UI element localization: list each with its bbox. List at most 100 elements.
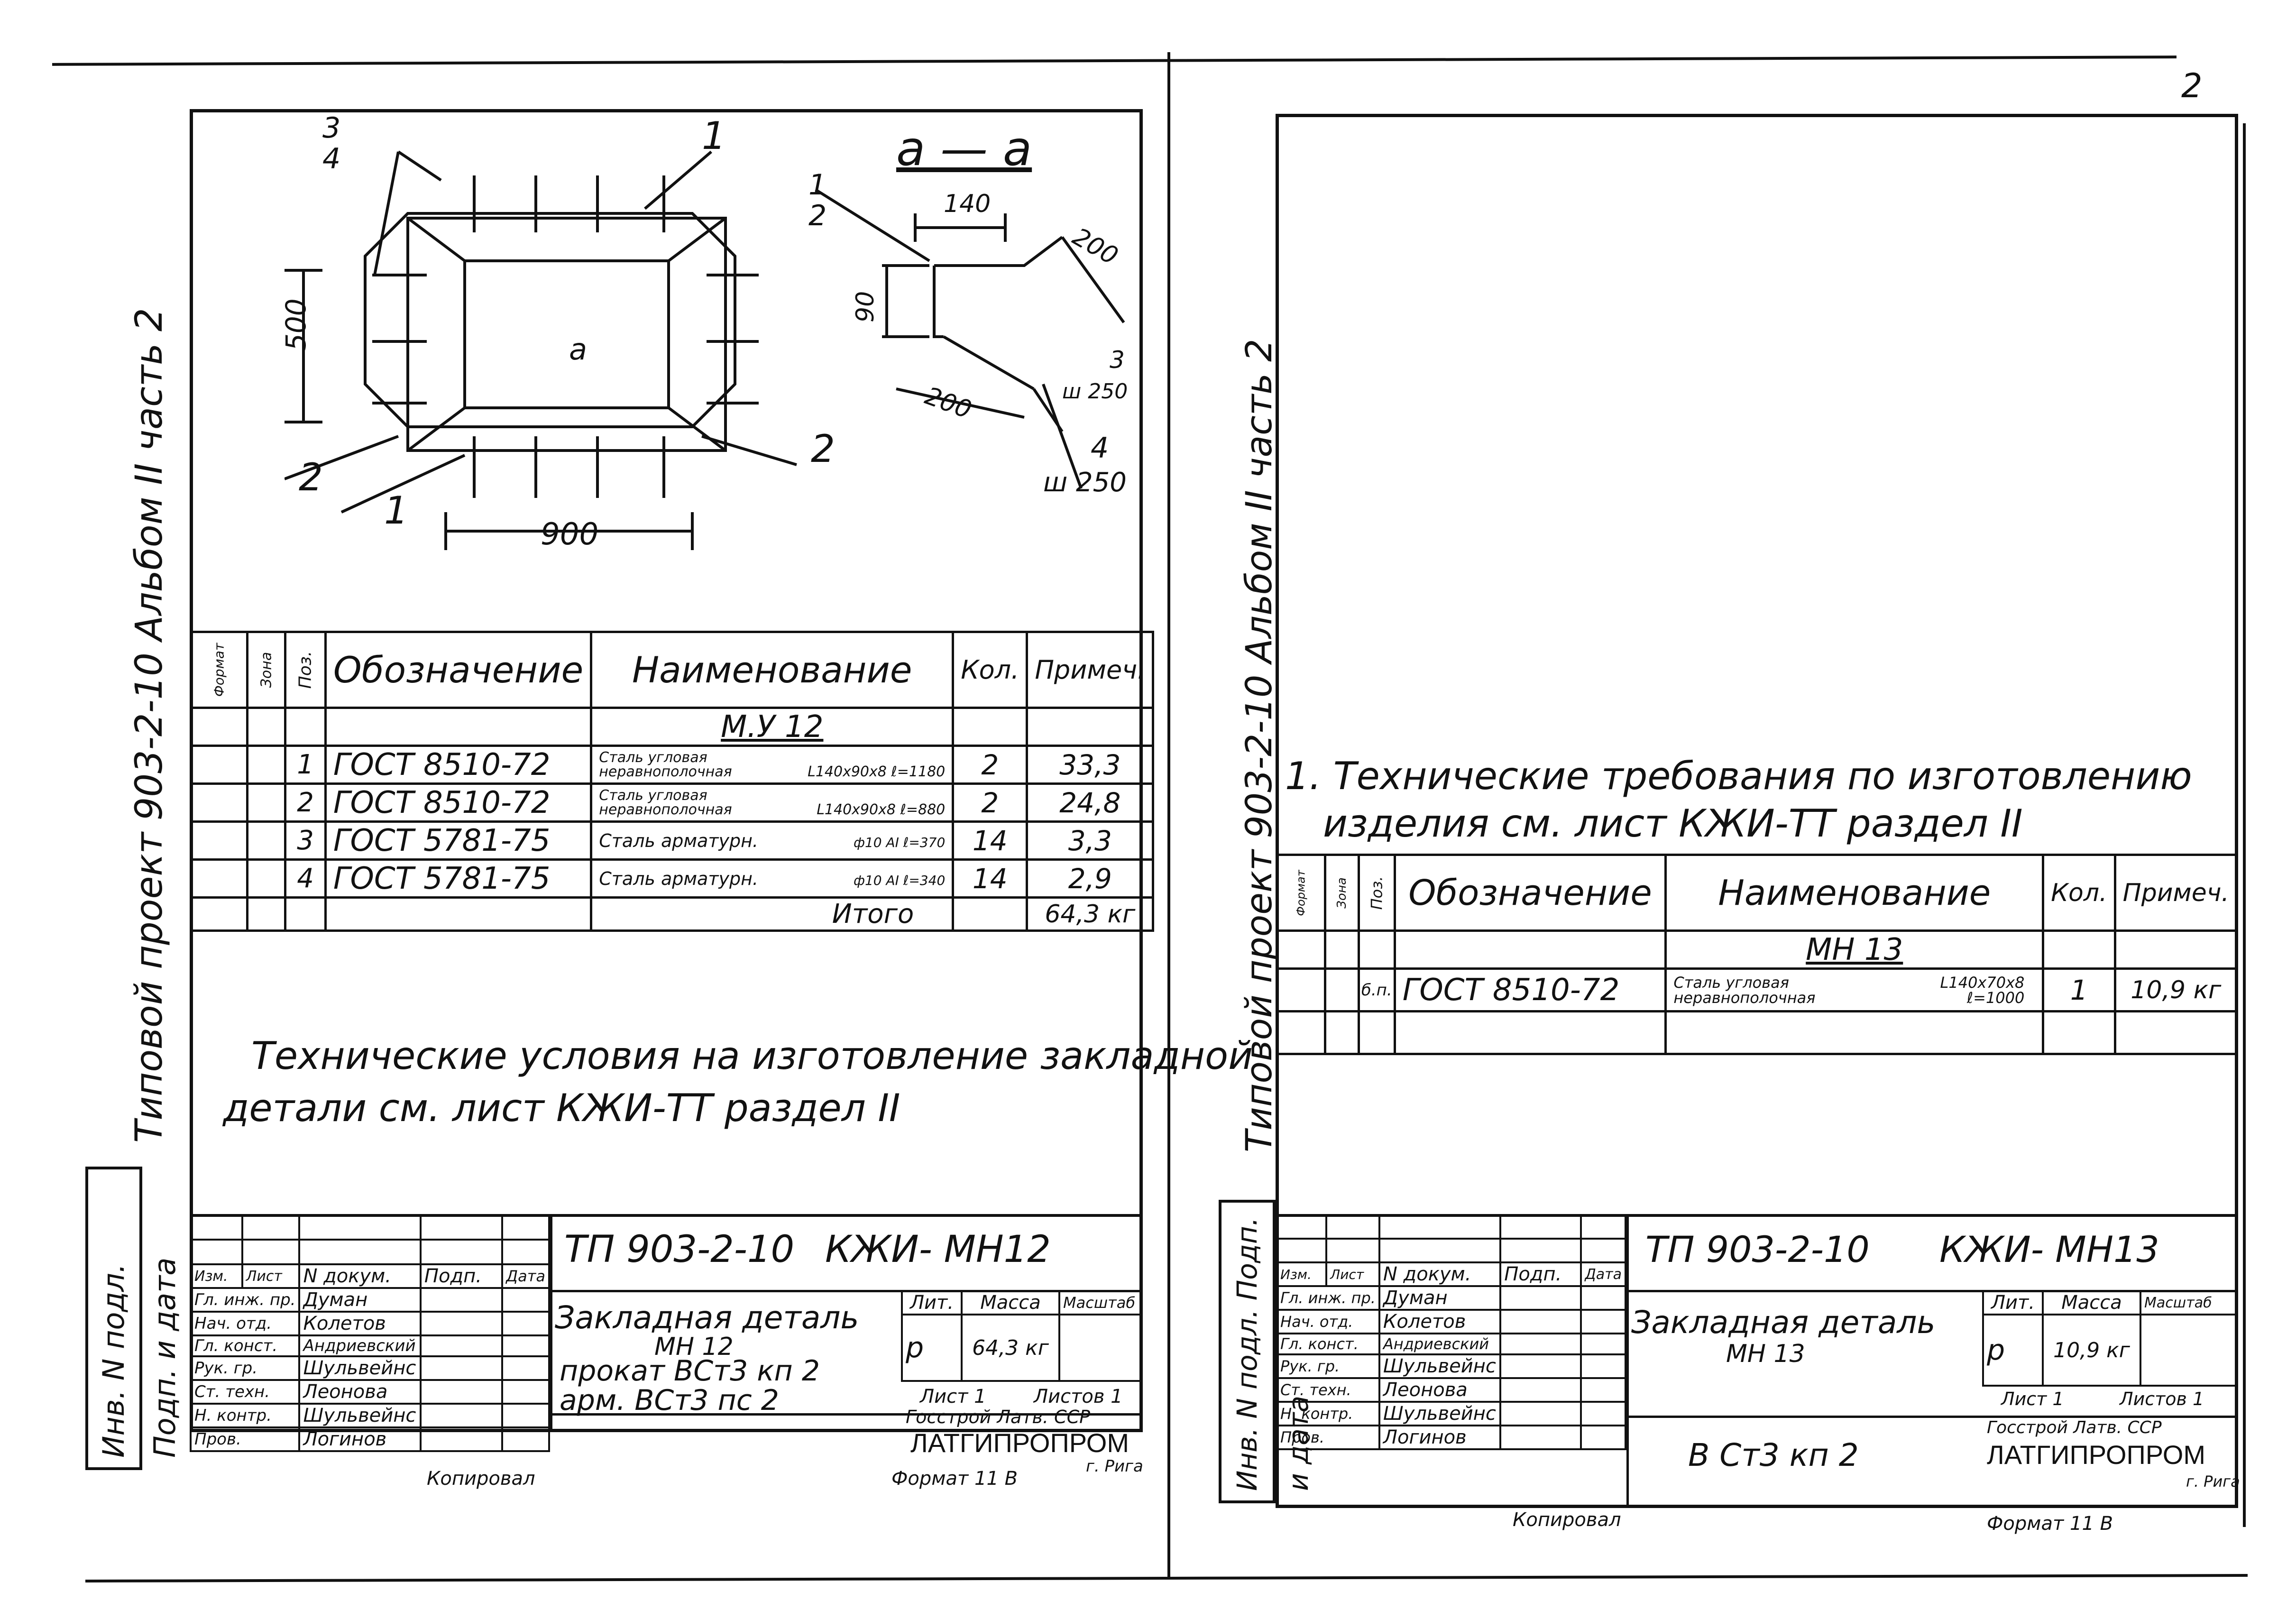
table-row: Гл. инж. пр.Думан: [189, 1287, 550, 1313]
table-row: Гл. конст.Андриевский: [1276, 1333, 1626, 1355]
table-row: Н. контр.Шульвейнс: [189, 1403, 550, 1428]
table-row: 4 ГОСТ 5781-75 Сталь арматурн.ф10 АI ℓ=3…: [190, 858, 1155, 899]
table-row: Н. контр.Шульвейнс: [1276, 1401, 1626, 1426]
left-spec-group: М.У 12: [590, 707, 955, 747]
right-req-line1: 1. Технические требования по изготовлени…: [1285, 754, 2192, 798]
left-stamp-side-label: Инв. N подл. Подп. и дата: [85, 1167, 182, 1470]
right-stamp-org1: Госстрой Латв. ССР: [1987, 1418, 2162, 1437]
table-row: Гл. инж. пр.Думан: [1276, 1285, 1626, 1311]
left-spec-h-format: Формат: [190, 631, 248, 709]
table-row: Рук. гр.Шульвейнс: [189, 1355, 550, 1381]
right-edge-line: [2243, 123, 2246, 1527]
right-stamp-title: Закладная деталь: [1631, 1304, 1936, 1341]
right-stamp-signers: Изм. Лист N докум. Подп. Дата Гл. инж. п…: [1275, 1214, 1626, 1450]
left-spec-header: Формат Зона Поз. Обозначение Наименовани…: [190, 631, 1155, 709]
left-spec-h-designation: Обозначение: [324, 631, 593, 709]
left-margin-label: Типовой проект 903-2-10 Альбом II часть …: [128, 308, 171, 1143]
table-row: б.п. ГОСТ 8510-72 Сталь угловая неравноп…: [1275, 967, 2239, 1012]
left-stamp-right-area: [550, 1214, 1143, 1432]
left-pos-3: 3: [322, 111, 341, 145]
left-pos-1-bottom: 1: [384, 488, 408, 533]
table-row: Нач. отд.Колетов: [1276, 1309, 1626, 1334]
left-cut-mark: а: [569, 332, 587, 367]
left-dim-width: 900: [541, 517, 599, 552]
right-stamp-rule1: [1626, 1290, 2238, 1292]
left-section-pos-3: 3: [1110, 346, 1125, 374]
right-stamp-code: ТП 903-2-10: [1645, 1228, 1870, 1270]
table-row: Рук. гр.Шульвейнс: [1276, 1353, 1626, 1379]
left-section-step-4: ш 250: [1043, 467, 1127, 498]
right-margin-label: Типовой проект 903-2-10 Альбом II часть …: [1238, 339, 1280, 1152]
left-spec-h-pos: Поз.: [284, 631, 327, 709]
left-stamp-org1: Госстрой Латв. ССР: [906, 1407, 1091, 1427]
left-spec-h-qty: Кол.: [952, 631, 1029, 709]
right-stamp-box: [1276, 1214, 2238, 1508]
table-row: 2 ГОСТ 8510-72 Сталь угловая неравнополо…: [190, 782, 1155, 823]
right-stamp-sheet: Лист 1: [2001, 1389, 2064, 1409]
left-section-step-3: ш 250: [1062, 379, 1128, 404]
right-stamp-material: В Ст3 кп 2: [1688, 1437, 1859, 1473]
table-row: Пров.Логинов: [189, 1426, 550, 1452]
left-spec-table: Формат Зона Поз. Обозначение Наименовани…: [190, 631, 1155, 932]
left-spec-h-note: Примеч.: [1026, 631, 1155, 709]
right-stamp-subtitle: МН 13: [1726, 1340, 1805, 1368]
left-section-dim-140: 140: [944, 190, 991, 218]
left-spec-total: 64,3 кг: [1026, 896, 1155, 932]
left-stamp-sheets: Листов 1: [1034, 1386, 1123, 1407]
right-stamp-right-area: [1626, 1214, 2238, 1508]
left-stamp-lit-table: Лит. Масса Масштаб р 64,3 кг: [901, 1290, 1143, 1382]
right-sheet-frame: [1276, 114, 2238, 1508]
right-stamp-sheets: Листов 1: [2120, 1389, 2204, 1409]
page-number: 2: [2181, 66, 2203, 105]
left-plan: [285, 150, 797, 550]
left-spec-group-row: М.У 12: [190, 707, 1155, 747]
left-section-pos-1: 1: [808, 168, 827, 202]
table-row: 1 ГОСТ 8510-72 Сталь угловая неравнополо…: [190, 745, 1155, 785]
left-footer-format: Формат 11 В: [891, 1468, 1018, 1490]
left-stamp-signers: Изм. Лист N докум. Подп. Дата Гл. инж. п…: [189, 1214, 550, 1452]
top-rule: [52, 55, 2177, 66]
left-dim-height: 500: [280, 298, 312, 351]
left-section-pos-4: 4: [1091, 432, 1109, 465]
table-row: Ст. техн.Леонова: [1276, 1377, 1626, 1403]
left-section-dim-90: 90: [851, 291, 880, 322]
left-stamp-title: Закладная деталь: [555, 1299, 859, 1336]
left-stamp-box: [190, 1214, 1143, 1432]
right-stamp-side-label: Инв. N подл. Подп. и дата: [1219, 1200, 1314, 1503]
table-row: Ст. техн.Леонова: [189, 1379, 550, 1405]
left-stamp-org2: ЛАТГИПРОПРОМ: [910, 1428, 1130, 1458]
left-section-label: а — а: [896, 121, 1032, 176]
left-pos-4: 4: [322, 142, 341, 175]
right-stamp-rule2: [1626, 1416, 2238, 1418]
left-pos-1: 1: [702, 114, 726, 158]
left-spec-h-name: Наименование: [590, 631, 955, 709]
left-pos-2-bottom-left: 2: [299, 455, 323, 499]
right-stamp-org3: г. Рига: [2186, 1472, 2240, 1490]
left-stamp-sheet-code: КЖИ- МН12: [825, 1228, 1051, 1271]
table-row: Гл. конст.Андриевский: [189, 1334, 550, 1357]
left-note-line2: детали см. лист КЖИ-ТТ раздел II: [223, 1086, 900, 1130]
right-spec-header: Формат Зона Поз. Обозначение Наименовани…: [1275, 854, 2239, 932]
right-footer-copied: Копировал: [1513, 1509, 1621, 1531]
table-row: Нач. отд.Колетов: [189, 1311, 550, 1336]
left-stamp-rule1: [550, 1290, 1143, 1292]
left-stamp-subtitle: МН 12: [654, 1333, 734, 1361]
left-note-line1: Технические условия на изготовление закл…: [251, 1034, 1253, 1078]
left-pos-2-bottom-right: 2: [811, 427, 835, 471]
left-stamp-code: ТП 903-2-10: [564, 1228, 795, 1271]
left-stamp-sheet: Лист 1: [920, 1386, 986, 1407]
right-footer-format: Формат 11 В: [1987, 1513, 2113, 1535]
right-spec-table: Формат Зона Поз. Обозначение Наименовани…: [1275, 854, 2239, 1055]
table-row: 3 ГОСТ 5781-75 Сталь арматурн.ф10 АI ℓ=3…: [190, 820, 1155, 861]
left-spec-h-zone: Зона: [246, 631, 287, 709]
table-row: Пров.Логинов: [1276, 1425, 1626, 1450]
right-spec-group-row: МН 13: [1275, 929, 2239, 970]
right-stamp-org2: ЛАТГИПРОПРОМ: [1987, 1440, 2206, 1470]
left-section-pos-2: 2: [808, 199, 827, 232]
bottom-rule: [85, 1574, 2248, 1582]
left-section-drawing: [815, 188, 1125, 489]
left-spec-total-label: Итого: [590, 896, 955, 932]
left-spec-total-row: Итого 64,3 кг: [190, 896, 1155, 932]
